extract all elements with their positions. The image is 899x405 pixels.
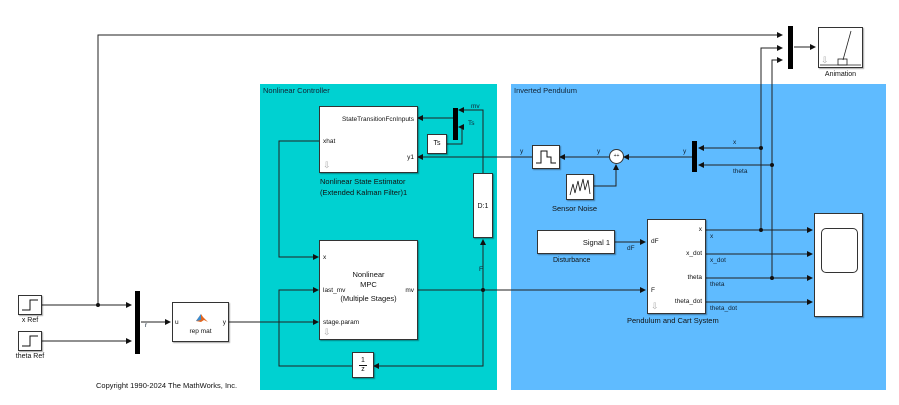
wire-xhat-mpc: [278, 140, 319, 260]
unit-delay-numerator: 1: [359, 357, 367, 366]
repmat-label: rep mat: [189, 328, 212, 335]
plant-df-port: dF: [651, 238, 659, 245]
f-signal-label: F: [479, 266, 483, 273]
nonlinear-controller-title: Nonlinear Controller: [263, 86, 330, 95]
branch-point: [759, 146, 763, 150]
wire-x-measmux: [698, 145, 762, 230]
y1-port: y1: [407, 154, 414, 161]
scope-theta-dot-label: theta_dot: [710, 305, 738, 312]
unit-delay-block[interactable]: 1 z: [352, 352, 374, 378]
estimator-input-mux[interactable]: [453, 108, 458, 140]
mpc-stage-param-port: stage.param: [323, 319, 360, 326]
matlab-function-icon: [196, 314, 208, 322]
rate-transition-block[interactable]: D:1: [473, 173, 493, 238]
plant-x-dot-port: x_dot: [686, 250, 702, 257]
theta-ref-label: theta Ref: [15, 353, 45, 360]
pendulum-cart-system-block[interactable]: dF F x x_dot theta theta_dot ⇩: [647, 219, 706, 314]
ts-label: Ts: [433, 140, 441, 147]
wire-rt-estmux: [458, 107, 484, 175]
theta-ref-step-block[interactable]: [18, 331, 42, 351]
ts-constant-block[interactable]: Ts: [427, 134, 447, 154]
zero-order-hold-block[interactable]: [532, 145, 560, 169]
disturbance-signal-text: Signal 1: [582, 238, 610, 247]
disturbance-signal-editor-block[interactable]: Signal 1: [537, 230, 615, 254]
rate-transition-label: D:1: [477, 203, 489, 210]
sum-signs: ++: [613, 153, 620, 159]
plant-x-port: x: [698, 226, 702, 233]
unit-delay-denominator: z: [361, 366, 365, 373]
plant-label: Pendulum and Cart System: [627, 316, 719, 325]
animation-mux[interactable]: [788, 26, 793, 69]
state-transition-fcn-inputs-port: StateTransitionFcnInputs: [341, 116, 414, 123]
wire-theta-animation: [771, 57, 783, 165]
repmat-y-port: y: [222, 319, 226, 326]
estimator-label-line2: (Extended Kalman Filter)1: [320, 188, 408, 197]
wire-xref-animation: [97, 32, 783, 305]
scope-theta-label: theta: [710, 281, 725, 288]
mpc-mv-port: mv: [405, 287, 414, 294]
sample-time-arrow-icon: ⇩: [651, 301, 659, 311]
r-signal-label: r: [145, 322, 148, 329]
scope-x-dot-label: x_dot: [710, 257, 726, 264]
wire-noise-sum: [594, 164, 619, 187]
scope-screen-icon: [821, 228, 858, 273]
mv-signal-label: mv: [471, 103, 480, 110]
branch-point: [759, 228, 763, 232]
pendulum-animation-icon: [820, 30, 861, 66]
inverted-pendulum-title: Inverted Pendulum: [514, 86, 577, 95]
zoh-staircase-icon: [536, 150, 556, 164]
mpc-x-port: x: [323, 254, 327, 261]
branch-point: [770, 276, 774, 280]
mpc-title-line1: Nonlinear: [352, 270, 385, 279]
x-ref-step-block[interactable]: [18, 295, 42, 315]
zoh-in-label: y: [520, 148, 524, 155]
plant-theta-port: theta: [687, 274, 702, 281]
plant-theta-dot-port: theta_dot: [674, 298, 702, 305]
sample-time-arrow-icon: ⇩: [821, 55, 829, 65]
mpc-last-mv-port: last_mv: [323, 287, 346, 294]
reference-mux[interactable]: [135, 291, 140, 354]
noise-icon: [569, 178, 591, 196]
step-icon: [22, 299, 38, 311]
ts-signal-label: Ts: [468, 120, 475, 127]
step-icon: [22, 335, 38, 347]
sample-time-arrow-icon: ⇩: [323, 327, 331, 337]
wire-mv-delay: [373, 290, 484, 369]
wire-x-animation: [760, 45, 783, 148]
meas-mux-out-label: y: [683, 148, 687, 155]
mpc-title-line3: (Multiple Stages): [340, 294, 397, 303]
sample-time-arrow-icon: ⇩: [323, 160, 331, 170]
df-signal-label: dF: [627, 245, 635, 252]
estimator-label-line1: Nonlinear State Estimator: [320, 177, 406, 186]
branch-point: [770, 163, 774, 167]
nonlinear-mpc-block[interactable]: x last_mv stage.param mv Nonlinear MPC (…: [319, 240, 418, 340]
theta-meas-label: theta: [733, 168, 748, 175]
repmat-block[interactable]: u y rep mat: [172, 302, 229, 342]
measurement-mux[interactable]: [692, 141, 697, 172]
nonlinear-state-estimator-block[interactable]: StateTransitionFcnInputs xhat y1 ⇩: [319, 106, 418, 173]
repmat-u-port: u: [175, 319, 179, 326]
scope-block[interactable]: [814, 213, 863, 317]
xhat-port: xhat: [323, 138, 336, 145]
x-meas-label: x: [733, 139, 737, 146]
scope-x-label: x: [710, 233, 714, 240]
sum-block[interactable]: ++: [609, 149, 624, 164]
disturbance-label: Disturbance: [553, 257, 591, 264]
wire-ts-estmux: [446, 124, 464, 145]
branch-point: [96, 303, 100, 307]
mpc-title-line2: MPC: [360, 280, 377, 289]
zoh-out-label: y: [597, 148, 601, 155]
branch-point: [481, 288, 485, 292]
x-ref-label: x Ref: [21, 317, 39, 324]
animation-block[interactable]: ⇩: [818, 27, 863, 68]
sensor-noise-block[interactable]: [566, 174, 594, 200]
animation-label: Animation: [824, 71, 857, 78]
sensor-noise-label: Sensor Noise: [552, 204, 598, 213]
copyright-text: Copyright 1990-2024 The MathWorks, Inc.: [96, 381, 238, 390]
wire-delay-lastmv: [278, 287, 352, 367]
plant-f-port: F: [651, 287, 655, 294]
